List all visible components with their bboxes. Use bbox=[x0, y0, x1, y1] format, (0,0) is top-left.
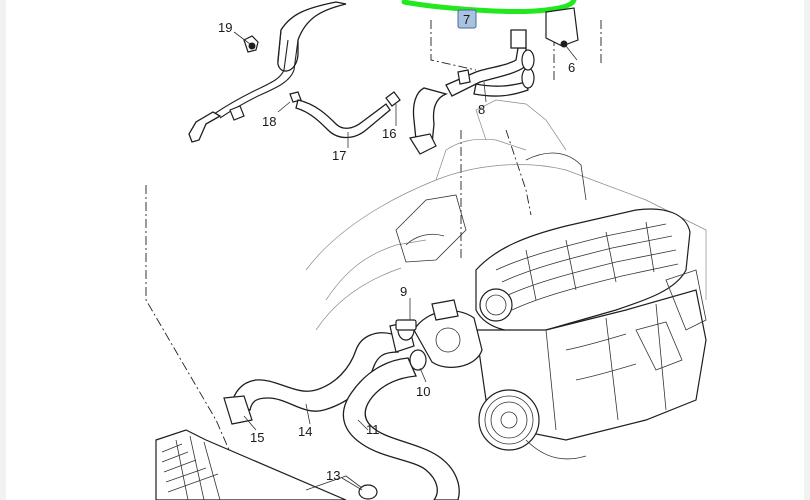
engine-cooling-diagram: 19 18 17 16 8 6 7 9 10 11 14 15 13 bbox=[145, 0, 707, 500]
radiator bbox=[155, 429, 363, 500]
callout-18: 18 bbox=[262, 114, 276, 129]
heater-hose-assembly bbox=[409, 29, 535, 155]
callout-7: 7 bbox=[463, 12, 470, 27]
leader-lines bbox=[233, 31, 578, 491]
engine bbox=[305, 99, 707, 460]
callout-16: 16 bbox=[382, 126, 396, 141]
callout-7-badge bbox=[457, 9, 477, 29]
clamp-18 bbox=[229, 105, 245, 121]
callout-11: 11 bbox=[366, 422, 380, 437]
highlighted-pipe bbox=[401, 0, 577, 14]
callout-8: 8 bbox=[478, 102, 485, 117]
callouts: 19 18 17 16 8 6 7 9 10 11 14 15 13 bbox=[218, 9, 575, 483]
callout-15: 15 bbox=[250, 430, 264, 445]
callout-17: 17 bbox=[332, 148, 346, 163]
lower-radiator-hose-11 bbox=[342, 357, 460, 500]
coolant-pipe bbox=[401, 0, 579, 48]
bracket-6 bbox=[545, 7, 579, 47]
clamp-13 bbox=[358, 484, 378, 500]
clamp-16 bbox=[385, 91, 401, 107]
callout-6: 6 bbox=[568, 60, 575, 75]
radiator-hoses bbox=[155, 319, 460, 500]
callout-9: 9 bbox=[400, 284, 407, 299]
heater-lines bbox=[188, 1, 401, 143]
callout-10: 10 bbox=[416, 384, 430, 399]
callout-14: 14 bbox=[298, 424, 312, 439]
callout-13: 13 bbox=[326, 468, 340, 483]
clamp-10 bbox=[409, 349, 427, 371]
callout-19: 19 bbox=[218, 20, 232, 35]
diagram-frame: 19 18 17 16 8 6 7 9 10 11 14 15 13 bbox=[6, 0, 804, 500]
